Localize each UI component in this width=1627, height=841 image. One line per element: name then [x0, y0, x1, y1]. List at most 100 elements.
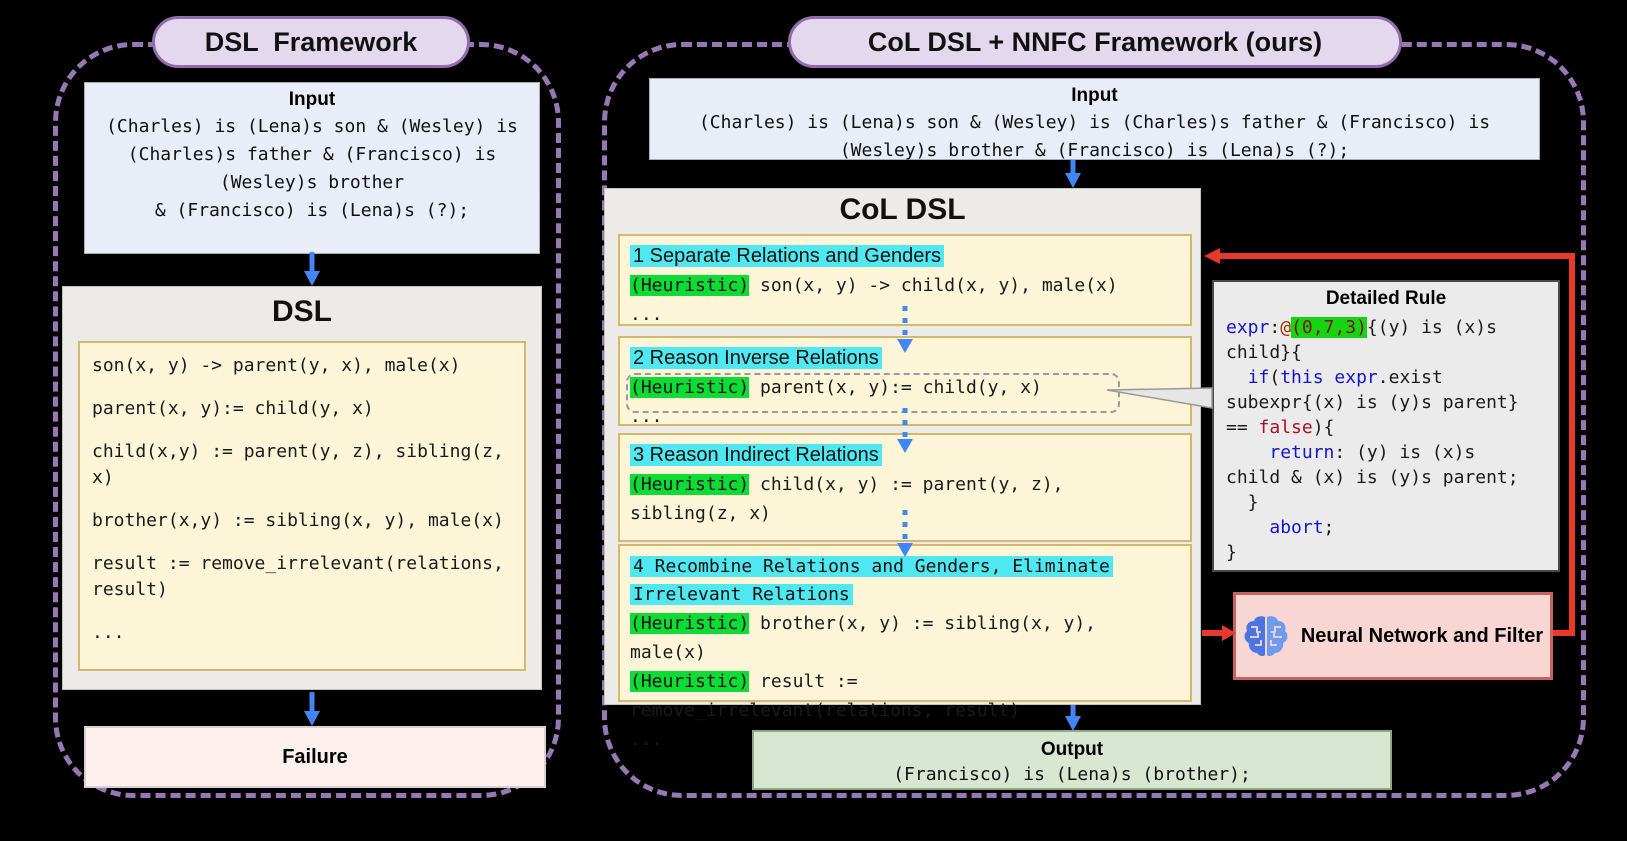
rule-code-line: child}{	[1226, 340, 1546, 365]
col-dsl-nnfc-title-pill: CoL DSL + NNFC Framework (ours)	[788, 16, 1402, 68]
code-token	[1226, 367, 1248, 388]
rule-code-line: child & (x) is (y)s parent;	[1226, 465, 1546, 490]
output-box: Output (Francisco) is (Lena)s (brother);	[752, 730, 1392, 790]
step-title: 2 Reason Inverse Relations	[630, 345, 1180, 373]
col-dsl-box-title: CoL DSL	[839, 193, 966, 226]
left-input-title: Input	[288, 89, 336, 110]
code-token: remove_irrelevant(relations, result)	[630, 700, 1021, 721]
rule-code-line: subexpr{(x) is (y)s parent}	[1226, 390, 1546, 415]
step-code-line: (Heuristic) child(x, y) := parent(y, z),	[630, 470, 1180, 499]
dsl-framework-title-pill: DSL Framework	[152, 16, 470, 68]
code-gap	[92, 603, 512, 620]
step-code-line: (Heuristic) brother(x, y) := sibling(x, …	[630, 609, 1180, 638]
right-input-line: (Charles) is (Lena)s son & (Wesley) is (…	[698, 112, 1491, 133]
step-code-line: (Heuristic) parent(x, y):= child(y, x)	[630, 373, 1180, 402]
step-title-highlight: 3 Reason Indirect Relations	[630, 444, 882, 466]
code-token: return	[1269, 442, 1335, 463]
step-title: 3 Reason Indirect Relations	[630, 442, 1180, 470]
code-gap	[92, 422, 512, 439]
code-line: child(x,y) := parent(y, z), sibling(z,	[92, 441, 504, 462]
neural-network-filter-box: Neural Network and Filter	[1233, 592, 1553, 680]
code-token: sibling(z, x)	[630, 503, 771, 524]
step-code-line: ...	[630, 725, 1180, 754]
step-code-line: ...	[630, 300, 1180, 329]
col-dsl-step-3: 3 Reason Indirect Relations (Heuristic) c…	[618, 433, 1192, 553]
step-title-highlight: 2 Reason Inverse Relations	[630, 347, 882, 369]
code-token: expr	[1334, 367, 1378, 388]
step-code-line: remove_irrelevant(relations, result)	[630, 696, 1180, 725]
col-dsl-step-1: 1 Separate Relations and Genders (Heurist…	[618, 234, 1192, 326]
code-token: this	[1280, 367, 1324, 388]
code-line: parent(x, y):= child(y, x)	[92, 398, 374, 419]
code-token: son(x, y) -> child(x, y), male(x)	[749, 275, 1118, 296]
rule-code-line: abort;	[1226, 515, 1546, 540]
code-line: result := remove_irrelevant(relations,	[92, 553, 504, 574]
step-code-line: ...	[630, 402, 1180, 431]
code-line: x)	[92, 467, 114, 488]
code-token: male(x)	[630, 642, 706, 663]
code-gap	[92, 534, 512, 551]
step-code-line: (Heuristic) result :=	[630, 667, 1180, 696]
step-code-line: sibling(z, x)	[630, 499, 1180, 528]
code-token: (Heuristic)	[630, 377, 750, 398]
code-token: expr	[1226, 317, 1270, 338]
code-token: ...	[630, 304, 663, 325]
code-token: parent(x, y):= child(y, x)	[749, 377, 1042, 398]
code-gap	[92, 379, 512, 396]
detailed-rule-title: Detailed Rule	[1325, 288, 1447, 309]
code-token: :	[1269, 317, 1281, 338]
code-token: ){	[1312, 417, 1335, 438]
step-code-line: male(x)	[630, 638, 1180, 667]
code-token: child}{	[1226, 342, 1302, 363]
step-title-highlight: Irrelevant Relations	[630, 584, 853, 605]
code-token: }	[1226, 542, 1237, 563]
code-token: ==	[1226, 417, 1259, 438]
rule-code-line: expr:@(0,7,3){(y) is (x)s	[1226, 315, 1546, 340]
step-title-highlight: 1 Separate Relations and Genders	[630, 245, 944, 267]
code-token: (Heuristic)	[630, 275, 750, 296]
code-token: (Heuristic)	[630, 474, 750, 495]
code-token: ...	[630, 406, 663, 427]
code-token: brother(x, y) := sibling(x, y),	[749, 613, 1096, 634]
step-title: Irrelevant Relations	[630, 581, 1180, 609]
dsl-box-title: DSL	[272, 295, 332, 328]
code-token: if	[1247, 367, 1270, 388]
right-input-box: Input (Charles) is (Lena)s son & (Wesley…	[649, 78, 1540, 161]
col-dsl-step-4: 4 Recombine Relations and Genders, Elimi…	[618, 544, 1192, 750]
code-token	[1226, 442, 1269, 463]
brain-icon	[1243, 615, 1289, 657]
left-input-line: (Wesley)s brother	[219, 172, 405, 193]
left-input-line: (Charles) is (Lena)s son & (Wesley) is	[106, 116, 518, 137]
code-token: abort	[1269, 517, 1324, 538]
code-token: @	[1280, 317, 1292, 338]
step-title: 4 Recombine Relations and Genders, Elimi…	[630, 553, 1180, 581]
code-token: {(y) is (x)s	[1366, 317, 1497, 338]
code-token: (Heuristic)	[630, 671, 750, 692]
output-title: Output	[1040, 739, 1104, 760]
output-line: (Francisco) is (Lena)s (brother);	[893, 764, 1251, 785]
rule-code-line: if(this expr.exist	[1226, 365, 1546, 390]
rule-code-line: == false){	[1226, 415, 1546, 440]
neural-network-filter-label: Neural Network and Filter	[1300, 624, 1544, 647]
step-title: 1 Separate Relations and Genders	[630, 243, 1180, 271]
code-token: child(x, y) := parent(y, z),	[749, 474, 1064, 495]
step-code-line: (Heuristic) son(x, y) -> child(x, y), ma…	[630, 271, 1180, 300]
left-input-line: & (Francisco) is (Lena)s (?);	[154, 200, 470, 221]
rule-code-line: return: (y) is (x)s	[1226, 440, 1546, 465]
failure-label: Failure	[282, 745, 348, 768]
code-token: false	[1258, 417, 1313, 438]
left-input-box: Input (Charles) is (Lena)s son & (Wesley…	[84, 82, 540, 254]
code-line: result)	[92, 579, 168, 600]
step-title-highlight: 4 Recombine Relations and Genders, Elimi…	[630, 556, 1113, 577]
code-token: .exist	[1377, 367, 1443, 388]
code-token: : (y) is (x)s	[1334, 442, 1476, 463]
code-token: subexpr{(x) is (y)s parent}	[1226, 392, 1519, 413]
code-line: brother(x,y) := sibling(x, y), male(x)	[92, 510, 504, 531]
code-token	[1324, 367, 1335, 388]
right-input-line: (Wesley)s brother & (Francisco) is (Lena…	[839, 140, 1350, 161]
code-token: (0,7,3)	[1291, 317, 1367, 338]
rule-code-line: }	[1226, 540, 1546, 565]
code-token: }	[1226, 492, 1259, 513]
